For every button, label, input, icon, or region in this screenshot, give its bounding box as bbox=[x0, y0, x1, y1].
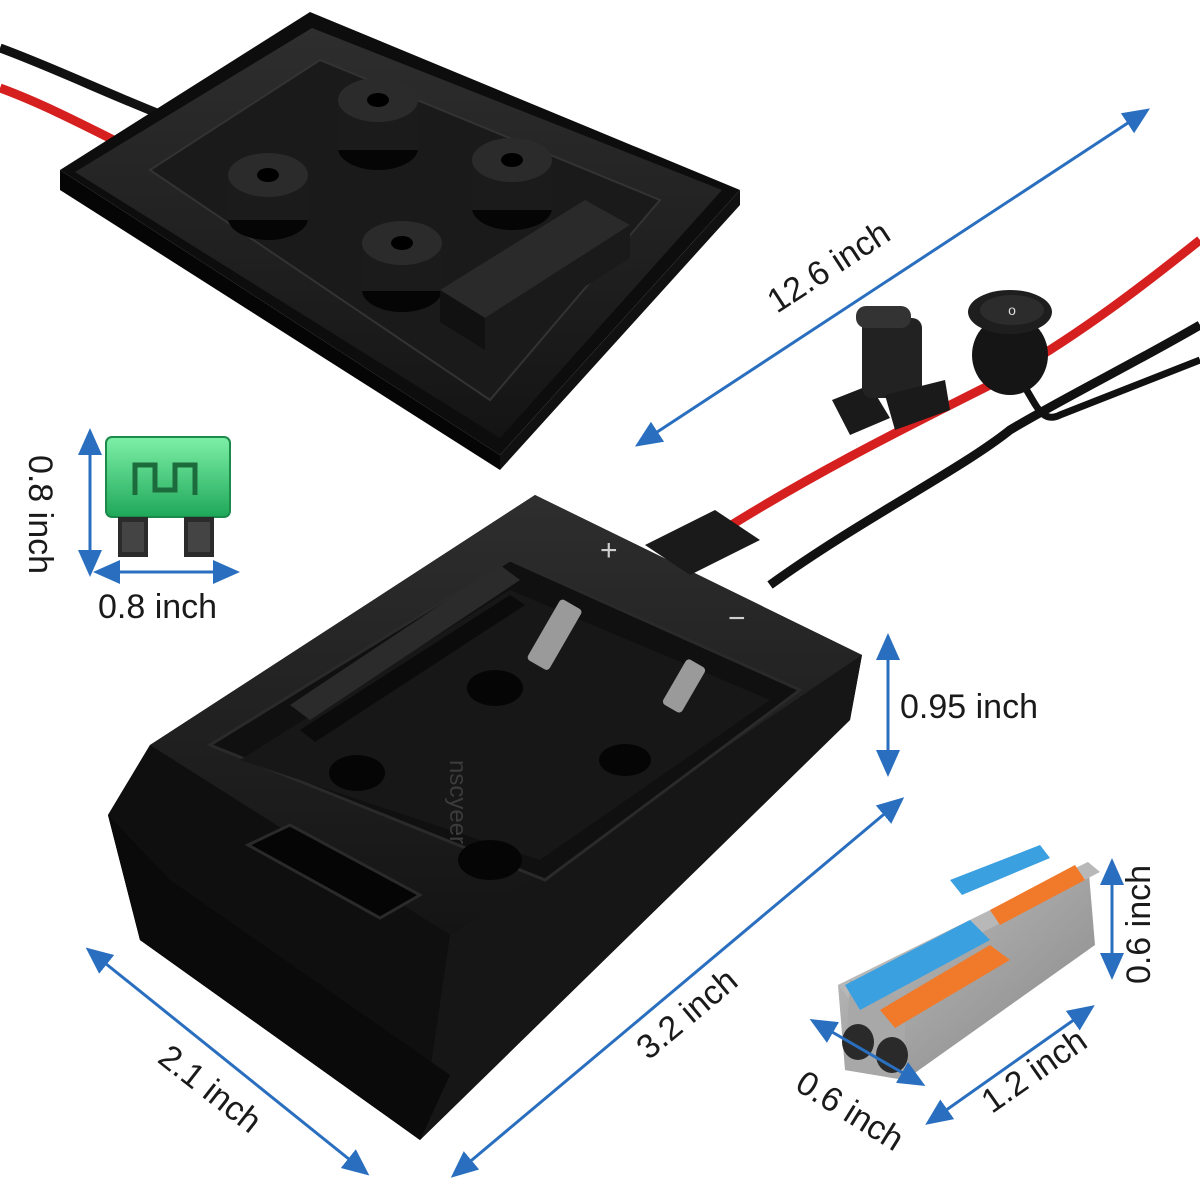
connector-length-arrow bbox=[925, 1005, 1095, 1125]
minus-marking: − bbox=[728, 602, 746, 635]
connector-height-label: 0.6 inch bbox=[1120, 864, 1159, 985]
rocker-switch: o bbox=[968, 290, 1052, 395]
mounting-post bbox=[338, 78, 418, 170]
battery-adapter: + − nscyeer bbox=[108, 495, 862, 1140]
switch-symbol: o bbox=[1008, 302, 1016, 318]
adapter-bottom-cover bbox=[60, 12, 740, 470]
fuse-width-label: 0.8 inch bbox=[98, 588, 218, 626]
blade-fuse bbox=[105, 436, 231, 557]
mounting-post bbox=[472, 138, 552, 230]
mounting-post bbox=[228, 153, 308, 240]
inline-fuse-holder bbox=[832, 306, 950, 435]
adapter-length-arrow bbox=[450, 797, 905, 1178]
brand-logo-text: nscyeer bbox=[444, 760, 471, 844]
fuse-height-label: 0.8 inch bbox=[21, 454, 60, 575]
adapter-height-label: 0.95 inch bbox=[900, 688, 1038, 726]
adapter-width-arrow bbox=[85, 947, 370, 1176]
connector-width-arrow bbox=[809, 1018, 926, 1087]
mounting-post bbox=[362, 221, 442, 312]
cable-length-arrow bbox=[634, 108, 1151, 447]
plus-marking: + bbox=[600, 534, 618, 567]
dimension-arrows bbox=[78, 108, 1151, 1178]
